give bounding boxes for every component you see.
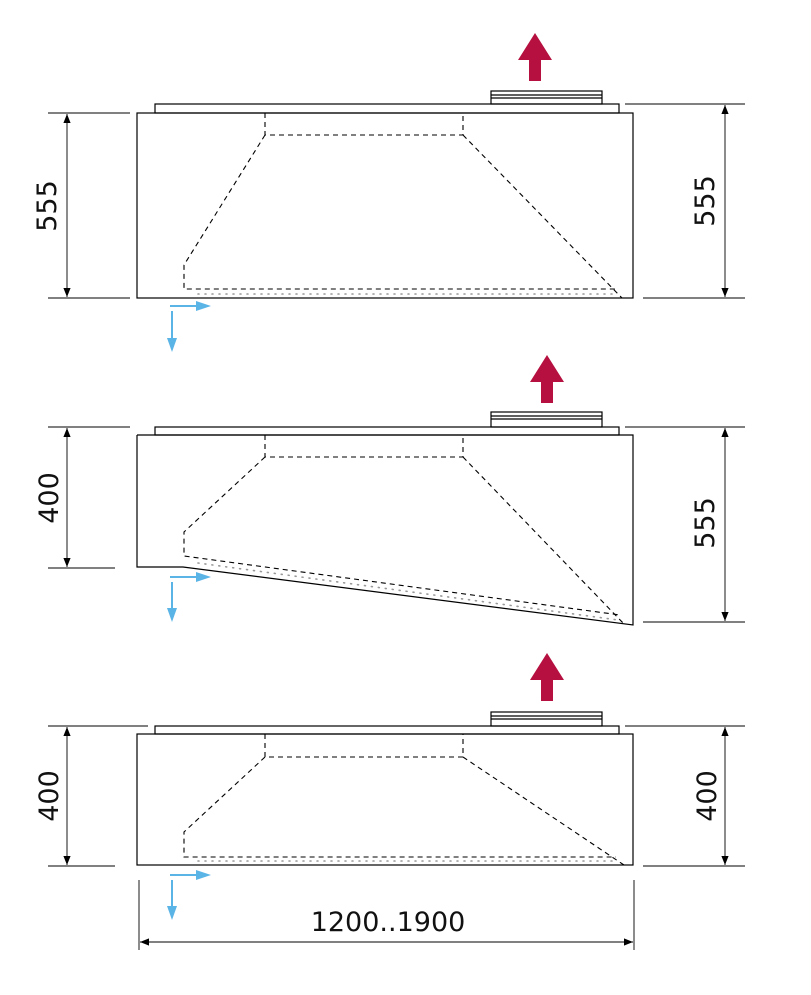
width-dim: 1200..1900 [311,907,466,938]
view-1-hood: 555 555 [32,33,745,352]
exhaust-arrow-icon [530,355,564,403]
supply-arrow-icon [167,572,211,622]
right-height-dim: 555 [690,175,721,227]
right-height-dim: 400 [692,770,723,822]
view-2-hood: 400 555 [34,355,745,626]
hood-body [136,434,634,626]
top-plate [154,103,620,114]
hood-body [136,733,634,866]
exhaust-arrow-icon [530,653,564,701]
left-height-dim: 400 [34,770,65,822]
right-height-dim: 555 [690,497,721,549]
left-height-dim: 400 [34,472,65,524]
hood-body [136,112,634,299]
left-height-dim: 555 [32,180,63,232]
exhaust-arrow-icon [518,33,552,81]
supply-arrow-icon [167,870,211,920]
supply-arrow-icon [167,301,211,352]
view-3-hood: 400 400 1200..1900 [34,653,745,950]
